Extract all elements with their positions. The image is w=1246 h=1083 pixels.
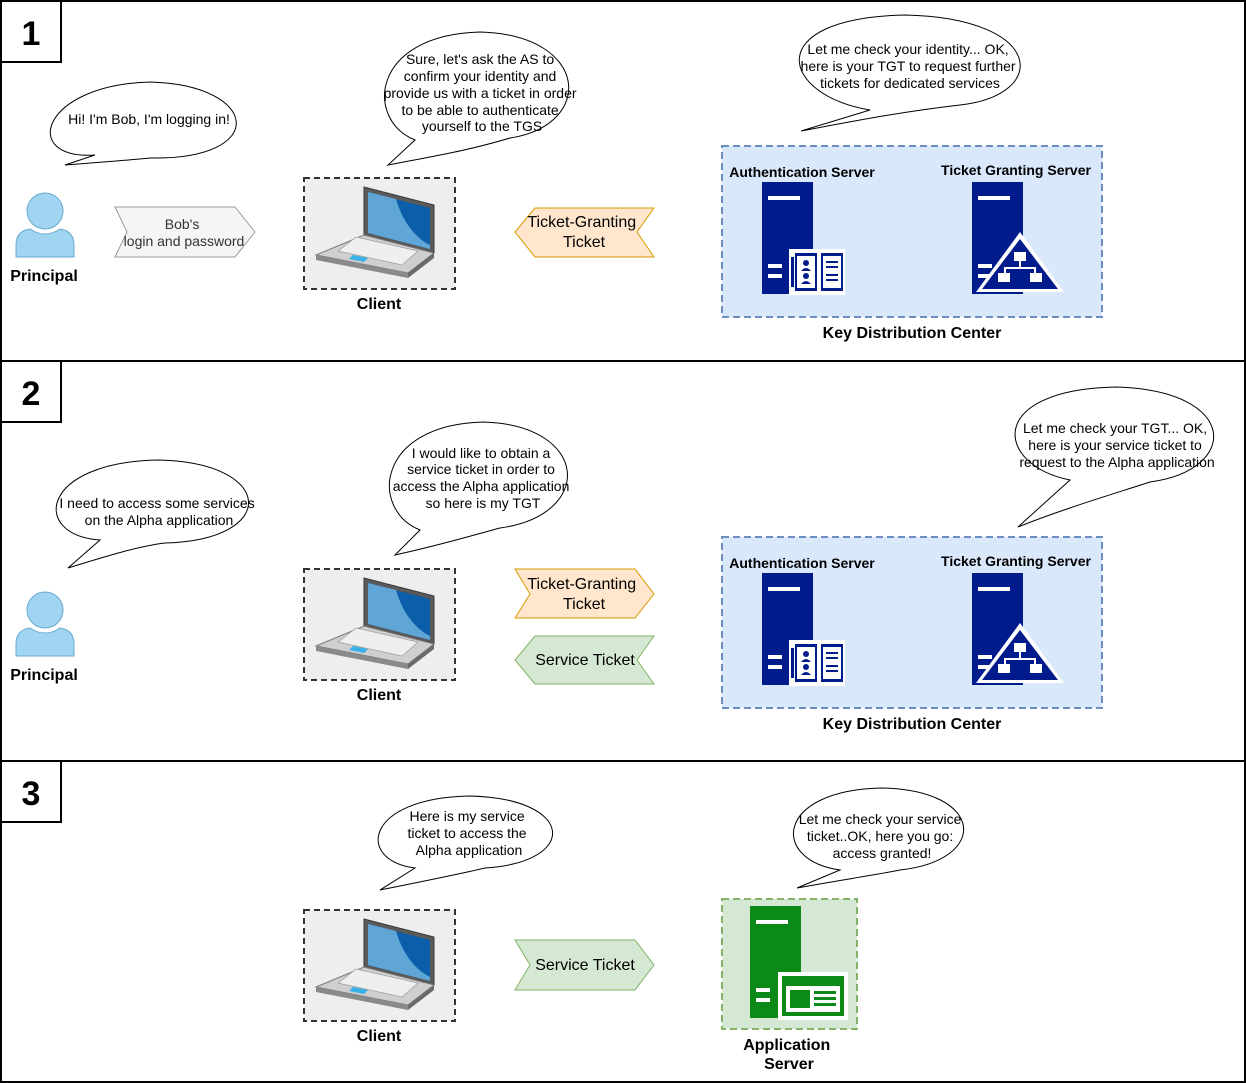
panel-number: 1 xyxy=(22,15,41,53)
svg-text:I need to access some services: I need to access some services on the Al… xyxy=(59,495,258,528)
kdc-label: Key Distribution Center xyxy=(823,716,1002,733)
bubble-line: Hi! I'm Bob, I'm logging in! xyxy=(68,111,230,127)
app-server-label: Application Server xyxy=(743,1037,835,1073)
client-label: Client xyxy=(357,687,402,704)
app-speech-bubble: Let me check your service ticket..OK, he… xyxy=(792,787,966,889)
app-server-box xyxy=(721,898,858,1030)
credentials-line: Bob's xyxy=(165,216,200,232)
credentials-tag: Bob's login and password xyxy=(114,206,256,258)
svg-text:Ticket-Granting Ticket: Ticket-Granting Ticket xyxy=(527,576,640,613)
client-label: Client xyxy=(357,1028,402,1045)
tgs-label: Ticket Granting Server xyxy=(941,553,1091,569)
svg-text:Ticket-Granting Ticket: Ticket-Granting Ticket xyxy=(527,214,640,251)
client-box xyxy=(303,177,456,290)
svg-text:Bob's login and passwo: Bob's login and password xyxy=(124,216,245,249)
service-ticket-tag: Service Ticket xyxy=(514,939,655,991)
svg-text:Service Ticket: Service Ticket xyxy=(535,652,635,669)
tgt-tag: Ticket-Granting Ticket xyxy=(514,568,655,619)
svg-text:Let me check your identity...: Let me check your identity... OK, here i… xyxy=(801,41,1020,91)
tgs-label: Ticket Granting Server xyxy=(941,162,1091,178)
svg-text:Sure, let's ask the AS to: Sure, let's ask the AS to confirm your i… xyxy=(384,51,581,134)
as-label: Authentication Server xyxy=(729,164,875,180)
kdc-label: Key Distribution Center xyxy=(823,325,1002,342)
principal-label: Principal xyxy=(10,667,78,684)
panel-2: 2 I need to access some services on the … xyxy=(0,360,1246,762)
credentials-line: login and password xyxy=(124,233,245,249)
panel-1: 1 Hi! I'm Bob, I'm logging in! Principal… xyxy=(0,0,1246,362)
svg-text:Hi! I'm Bob, I'm logging in!: Hi! I'm Bob, I'm logging in! xyxy=(68,111,230,127)
client-label: Client xyxy=(357,296,402,313)
directory-book-icon xyxy=(789,249,845,295)
client-box xyxy=(303,909,456,1022)
panel-number: 2 xyxy=(22,375,41,413)
kdc-speech-bubble: Let me check your TGT... OK, here is you… xyxy=(1014,386,1215,528)
kdc-box: Authentication Server Ticket Granting Se… xyxy=(721,145,1103,318)
kdc-box: Authentication Server Ticket Granting Se… xyxy=(721,536,1103,709)
svg-text:Let me check your TGT... OK,: Let me check your TGT... OK, here is you… xyxy=(1019,420,1214,470)
principal-speech-bubble: I need to access some services on the Al… xyxy=(55,459,258,569)
panel-number: 3 xyxy=(22,775,41,813)
directory-book-icon xyxy=(789,640,845,686)
client-speech-bubble: Sure, let's ask the AS to confirm your i… xyxy=(384,31,581,166)
svg-text:Service Ticket: Service Ticket xyxy=(535,957,635,974)
client-box xyxy=(303,568,456,681)
svg-text:Here is my service tic: Here is my service ticket to access the … xyxy=(408,808,531,858)
client-speech-bubble: I would like to obtain a service ticket … xyxy=(388,421,574,556)
app-window-icon xyxy=(778,972,848,1020)
svg-text:Let me check your service: Let me check your service ticket..OK, he… xyxy=(799,811,966,861)
panel-3: 3 Here is my service ticket to access th… xyxy=(0,760,1246,1083)
principal-label: Principal xyxy=(10,268,78,285)
principal-speech-bubble: Hi! I'm Bob, I'm logging in! xyxy=(49,81,237,166)
client-speech-bubble: Here is my service ticket to access the … xyxy=(377,795,554,891)
service-ticket-tag: Service Ticket xyxy=(514,635,655,685)
tgt-tag: Ticket-Granting Ticket xyxy=(514,207,655,258)
svg-text:I would like to obtain a: I would like to obtain a service ticket … xyxy=(393,445,574,511)
as-label: Authentication Server xyxy=(729,555,875,571)
kdc-speech-bubble: Let me check your identity... OK, here i… xyxy=(798,14,1021,132)
